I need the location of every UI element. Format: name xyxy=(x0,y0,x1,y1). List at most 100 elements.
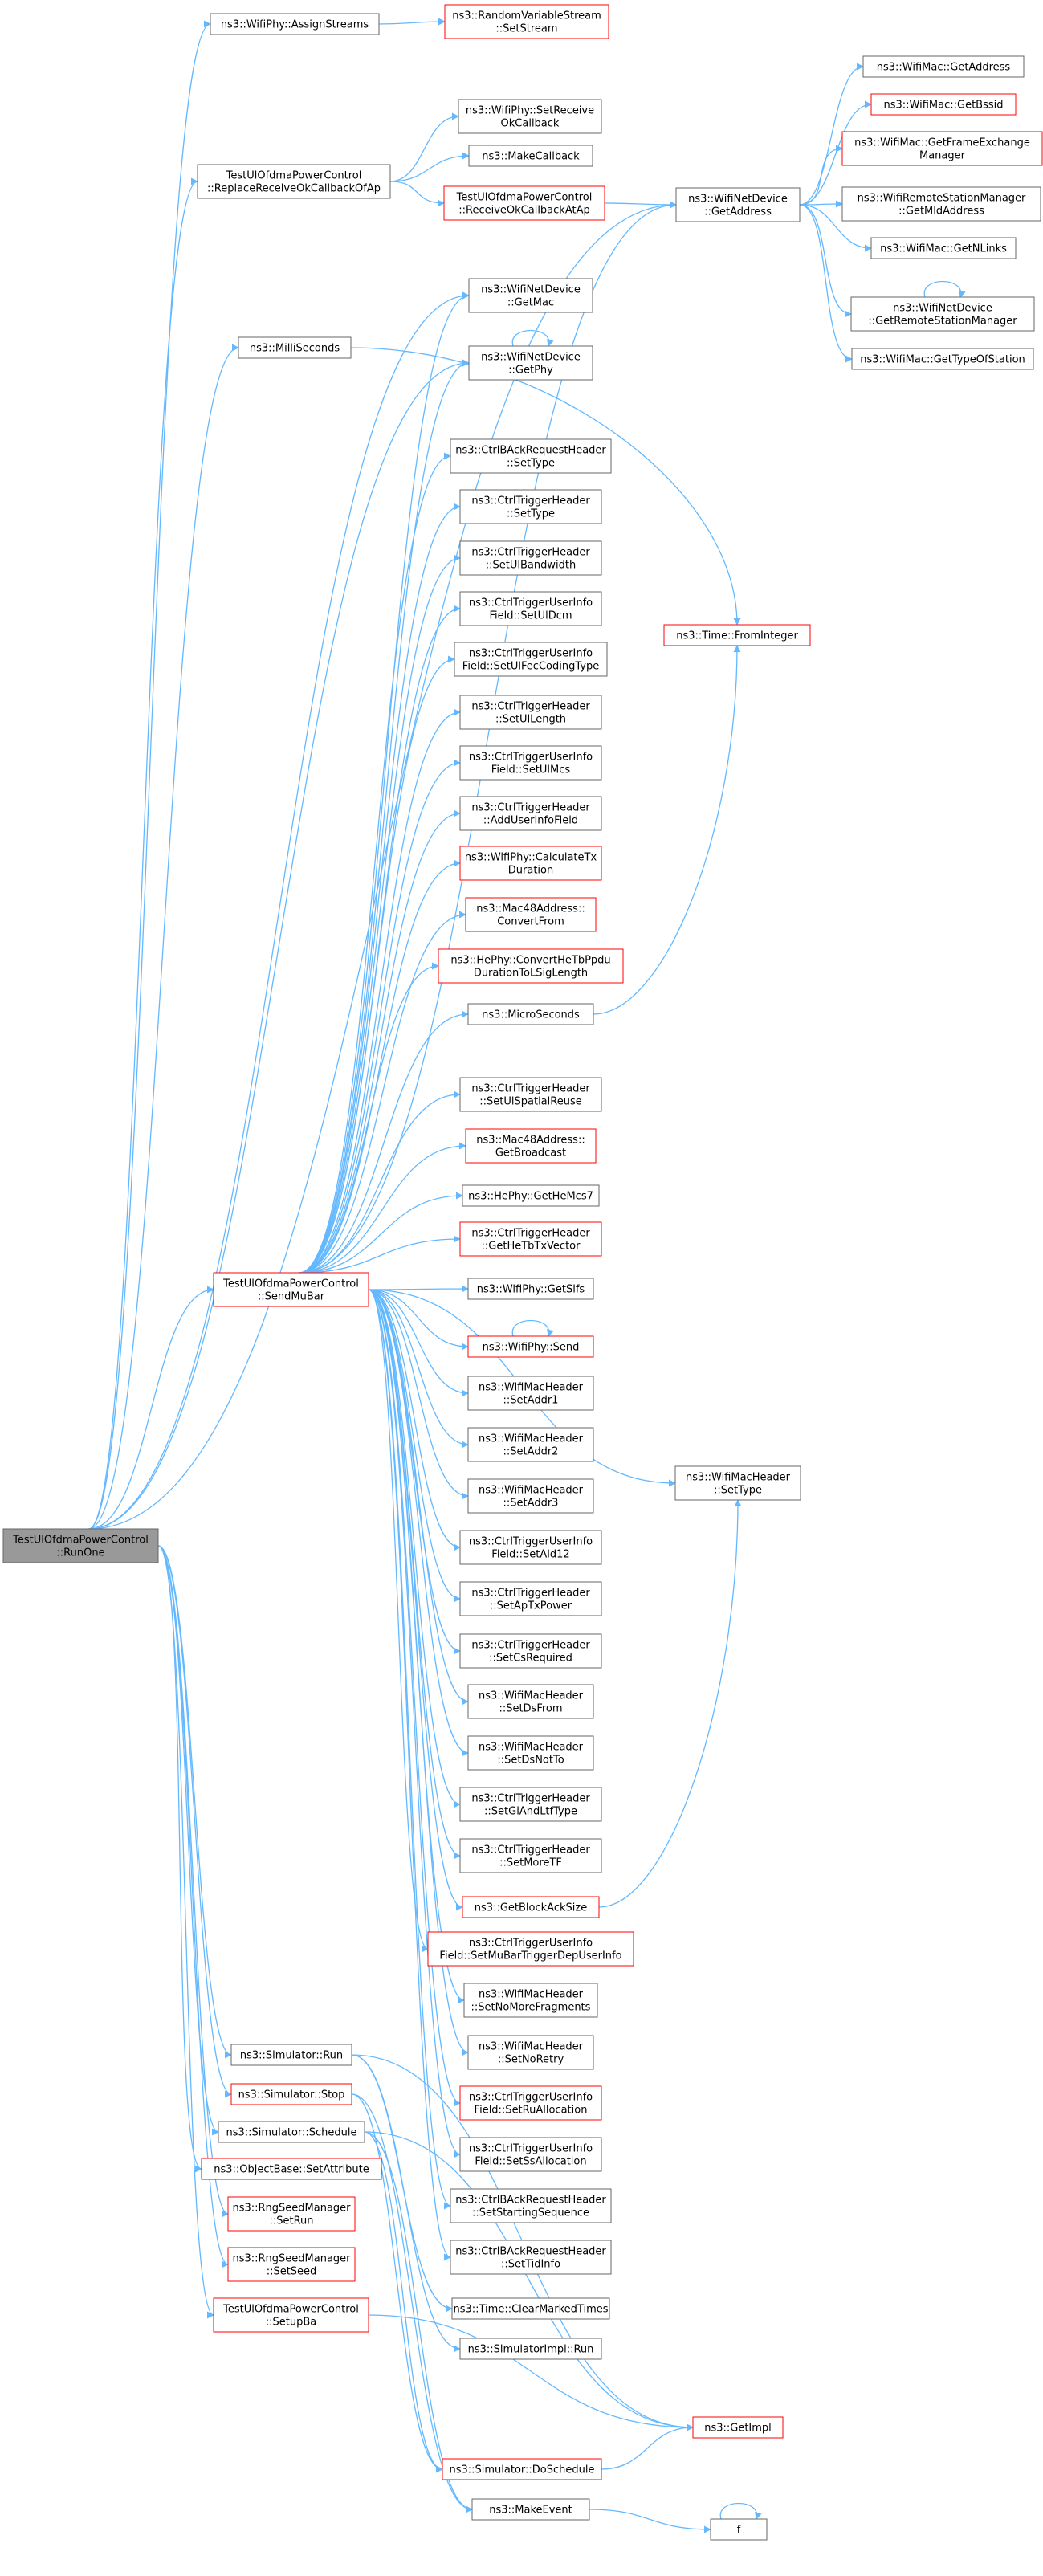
node-machdr-settype[interactable]: ns3::WifiMacHeader::SetType xyxy=(674,1465,801,1501)
node-microseconds[interactable]: ns3::MicroSeconds xyxy=(467,1003,594,1025)
node-convertfrom[interactable]: ns3::Mac48Address::ConvertFrom xyxy=(465,897,597,932)
node-getsifs[interactable]: ns3::WifiPhy::GetSifs xyxy=(467,1278,594,1300)
node-physend[interactable]: ns3::WifiPhy::Send xyxy=(467,1335,594,1358)
node-label-line: ns3::HePhy::ConvertHeTbPpdu xyxy=(450,955,610,967)
node-getaddress-mac[interactable]: ns3::WifiMac::GetAddress xyxy=(862,55,1025,78)
node-getbssid[interactable]: ns3::WifiMac::GetBssid xyxy=(870,93,1017,116)
node-runone[interactable]: TestUlOfdmaPowerControl::RunOne xyxy=(2,1528,159,1563)
node-label-line: ns3::WifiNetDevice xyxy=(688,194,788,206)
node-label-line: ns3::WifiMacHeader xyxy=(479,2041,584,2053)
node-label-line: ns3::SimulatorImpl::Run xyxy=(468,2344,594,2356)
node-setdsnotto[interactable]: ns3::WifiMacHeader::SetDsNotTo xyxy=(467,1735,594,1771)
node-box xyxy=(459,489,602,524)
node-setseed[interactable]: ns3::RngSeedManager::SetSeed xyxy=(227,2247,356,2282)
node-label-line: ns3::CtrlTriggerHeader xyxy=(471,802,590,814)
node-settidinfo[interactable]: ns3::CtrlBAckRequestHeader::SetTidInfo xyxy=(450,2240,612,2275)
node-label-line: ::SetDsFrom xyxy=(499,1703,562,1715)
node-box xyxy=(213,2297,369,2333)
node-setaddr1[interactable]: ns3::WifiMacHeader::SetAddr1 xyxy=(467,1376,594,1411)
node-setattribute[interactable]: ns3::ObjectBase::SetAttribute xyxy=(201,2158,382,2180)
node-setnoretry[interactable]: ns3::WifiMacHeader::SetNoRetry xyxy=(467,2035,594,2070)
node-box xyxy=(238,336,352,359)
edge-sendmubar-to-setmubardep xyxy=(368,1289,429,1953)
node-label-line: ns3::Simulator::Schedule xyxy=(226,2127,356,2139)
node-getnlinks[interactable]: ns3::WifiMac::GetNLinks xyxy=(870,237,1017,259)
node-receiveokcb[interactable]: TestUlOfdmaPowerControl::ReceiveOkCallba… xyxy=(443,185,605,221)
node-box xyxy=(841,186,1041,222)
node-setullength[interactable]: ns3::CtrlTriggerHeader::SetUlLength xyxy=(459,695,602,730)
node-setnomorefrag[interactable]: ns3::WifiMacHeader::SetNoMoreFragments xyxy=(463,1983,598,2018)
node-f[interactable]: f xyxy=(710,2518,768,2541)
node-box xyxy=(468,345,593,381)
node-gettypeofstation[interactable]: ns3::WifiMac::GetTypeOfStation xyxy=(851,348,1034,370)
node-getphy[interactable]: ns3::WifiNetDevice::GetPhy xyxy=(468,345,593,381)
node-simschedule[interactable]: ns3::Simulator::Schedule xyxy=(218,2121,365,2143)
node-box xyxy=(459,1633,602,1669)
edge-getaddress_dev-to-gettypeofstation xyxy=(799,204,853,363)
node-label-line: ns3::HePhy::GetHeMcs7 xyxy=(468,1191,593,1203)
node-label-line: ns3::WifiMac::GetFrameExchange xyxy=(854,137,1030,149)
node-setulfec[interactable]: ns3::CtrlTriggerUserInfoField::SetUlFecC… xyxy=(454,642,608,677)
node-setstartseq[interactable]: ns3::CtrlBAckRequestHeader::SetStartingS… xyxy=(450,2188,612,2223)
node-setmubardep[interactable]: ns3::CtrlTriggerUserInfoField::SetMuBarT… xyxy=(427,1931,634,1967)
node-gethetbtx[interactable]: ns3::CtrlTriggerHeader::GetHeTbTxVector xyxy=(459,1221,602,1257)
node-setaddr3[interactable]: ns3::WifiMacHeader::SetAddr3 xyxy=(467,1478,594,1514)
node-doschedule[interactable]: ns3::Simulator::DoSchedule xyxy=(442,2458,602,2480)
node-sendmubar[interactable]: TestUlOfdmaPowerControl::SendMuBar xyxy=(213,1272,369,1307)
node-setcsrequired[interactable]: ns3::CtrlTriggerHeader::SetCsRequired xyxy=(459,1633,602,1669)
node-setulsr[interactable]: ns3::CtrlTriggerHeader::SetUlSpatialReus… xyxy=(459,1077,602,1112)
node-simstop[interactable]: ns3::Simulator::Stop xyxy=(230,2083,352,2105)
node-label-line: Manager xyxy=(919,150,966,162)
node-setaptxpower[interactable]: ns3::CtrlTriggerHeader::SetApTxPower xyxy=(459,1581,602,1616)
node-setssalloc[interactable]: ns3::CtrlTriggerUserInfoField::SetSsAllo… xyxy=(459,2137,602,2172)
node-clearmarked[interactable]: ns3::Time::ClearMarkedTimes xyxy=(451,2297,610,2320)
node-getmac[interactable]: ns3::WifiNetDevice::GetMac xyxy=(468,278,593,313)
node-simimplrun[interactable]: ns3::SimulatorImpl::Run xyxy=(459,2338,602,2360)
edge-assignstreams-to-setstream xyxy=(378,18,446,26)
node-box xyxy=(468,278,593,313)
node-setrualloc[interactable]: ns3::CtrlTriggerUserInfoField::SetRuAllo… xyxy=(459,2085,602,2121)
node-getimpl[interactable]: ns3::GetImpl xyxy=(692,2416,784,2439)
node-getbroadcast[interactable]: ns3::Mac48Address::GetBroadcast xyxy=(465,1128,597,1164)
node-box xyxy=(230,2044,352,2066)
node-convhetb[interactable]: ns3::HePhy::ConvertHeTbPpduDurationToLSi… xyxy=(438,948,624,984)
node-box xyxy=(663,624,811,646)
node-label-line: ns3::CtrlTriggerUserInfo xyxy=(469,1938,593,1950)
edge-simschedule-to-getimpl xyxy=(364,2131,694,2431)
node-setupba[interactable]: TestUlOfdmaPowerControl::SetupBa xyxy=(213,2297,369,2333)
node-setulbw[interactable]: ns3::CtrlTriggerHeader::SetUlBandwidth xyxy=(459,540,602,576)
edge-getaddress_dev-to-getmldaddress xyxy=(799,200,843,208)
node-setaddr2[interactable]: ns3::WifiMacHeader::SetAddr2 xyxy=(467,1427,594,1462)
node-gethemcs7[interactable]: ns3::HePhy::GetHeMcs7 xyxy=(462,1184,600,1207)
node-setgiltf[interactable]: ns3::CtrlTriggerHeader::SetGiAndLtfType xyxy=(459,1787,602,1822)
node-label-line: ::SetCsRequired xyxy=(489,1653,572,1665)
node-getrsm[interactable]: ns3::WifiNetDevice::GetRemoteStationMana… xyxy=(850,296,1035,332)
node-assignstreams[interactable]: ns3::WifiPhy::AssignStreams xyxy=(210,13,380,35)
node-getbasize[interactable]: ns3::GetBlockAckSize xyxy=(462,1896,600,1918)
node-bar-settype[interactable]: ns3::CtrlBAckRequestHeader::SetType xyxy=(450,438,612,474)
edge-runone-to-sendmubar xyxy=(88,1286,214,1530)
node-getaddress-dev[interactable]: ns3::WifiNetDevice::GetAddress xyxy=(675,187,801,222)
node-simrun[interactable]: ns3::Simulator::Run xyxy=(230,2044,352,2066)
node-fromint[interactable]: ns3::Time::FromInteger xyxy=(663,624,811,646)
node-box xyxy=(230,2083,352,2105)
node-makecallback[interactable]: ns3::MakeCallback xyxy=(468,145,593,167)
node-milliseconds[interactable]: ns3::MilliSeconds xyxy=(238,336,352,359)
node-setmoretf[interactable]: ns3::CtrlTriggerHeader::SetMoreTF xyxy=(459,1838,602,1873)
node-makeevent[interactable]: ns3::MakeEvent xyxy=(471,2498,590,2521)
node-setdsfrom[interactable]: ns3::WifiMacHeader::SetDsFrom xyxy=(467,1684,594,1719)
node-setstream[interactable]: ns3::RandomVariableStream::SetStream xyxy=(444,4,609,39)
node-trig-settype[interactable]: ns3::CtrlTriggerHeader::SetType xyxy=(459,489,602,524)
node-adduserinfo[interactable]: ns3::CtrlTriggerHeader::AddUserInfoField xyxy=(459,796,602,831)
node-replacecb[interactable]: TestUlOfdmaPowerControl::ReplaceReceiveO… xyxy=(197,164,391,199)
node-setrun[interactable]: ns3::RngSeedManager::SetRun xyxy=(227,2196,356,2232)
node-box xyxy=(459,796,602,831)
node-label-line: ::SetType xyxy=(507,508,555,520)
node-getmldaddress[interactable]: ns3::WifiRemoteStationManager::GetMldAdd… xyxy=(841,186,1041,222)
